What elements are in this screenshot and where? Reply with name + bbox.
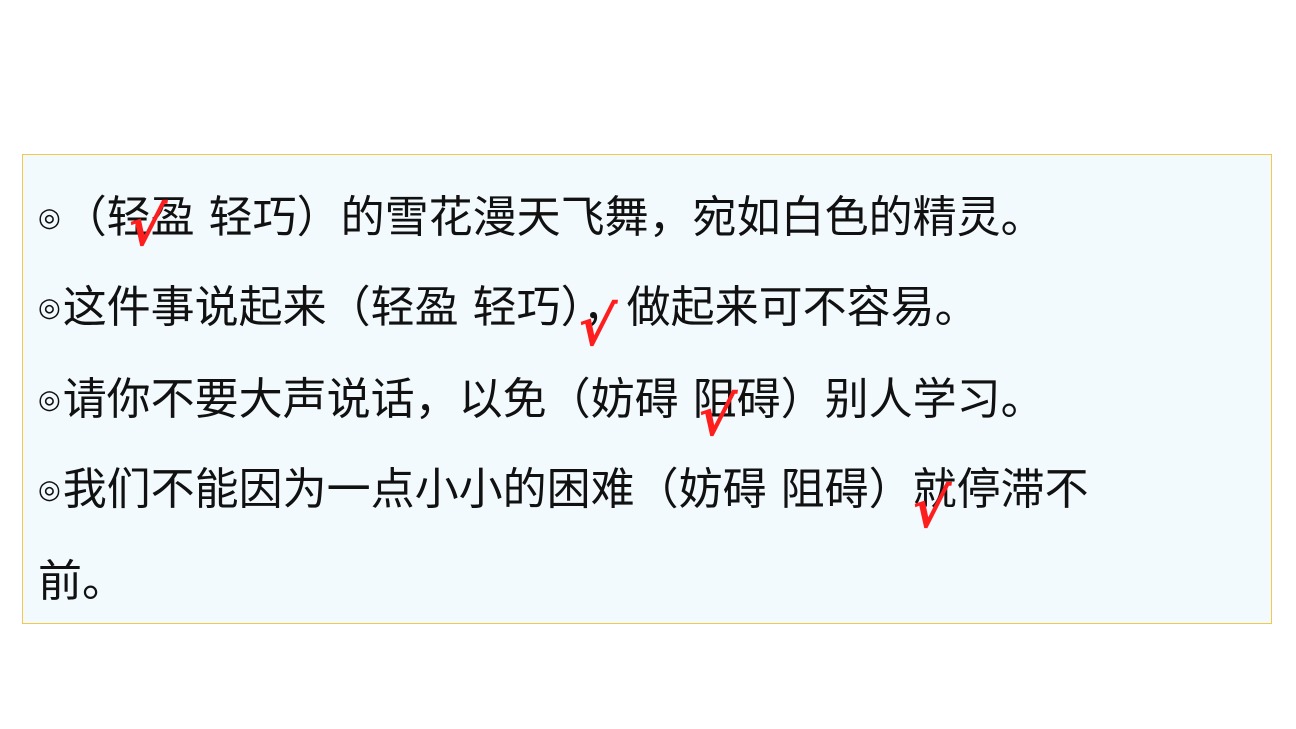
- checkmark-icon: √: [123, 195, 169, 258]
- bullet-icon: ◎: [38, 203, 61, 233]
- sentence-2-text: 这件事说起来（轻盈 轻巧），做起来可不容易。: [62, 282, 979, 333]
- sentence-4-continuation-text: 前。: [38, 556, 126, 607]
- bullet-icon: ◎: [38, 385, 61, 415]
- sentence-3-text: 请你不要大声说话，以免（妨碍 阻碍）别人学习。: [62, 374, 1045, 425]
- sentence-4-text: 我们不能因为一点小小的困难（妨碍 阻碍）就停滞不: [62, 464, 1089, 515]
- sentence-3: ◎请你不要大声说话，以免（妨碍 阻碍）别人学习。: [38, 370, 1045, 430]
- checkmark-icon: √: [693, 385, 739, 448]
- exercise-box: [22, 154, 1272, 624]
- sentence-1-text: （轻盈 轻巧）的雪花漫天飞舞，宛如白色的精灵。: [62, 192, 1045, 243]
- sentence-2: ◎这件事说起来（轻盈 轻巧），做起来可不容易。: [38, 278, 979, 338]
- sentence-4-continuation: 前。: [38, 552, 126, 612]
- bullet-icon: ◎: [38, 293, 61, 323]
- bullet-icon: ◎: [38, 475, 61, 505]
- sentence-1: ◎（轻盈 轻巧）的雪花漫天飞舞，宛如白色的精灵。: [38, 188, 1045, 248]
- checkmark-icon: √: [907, 477, 953, 540]
- sentence-4: ◎我们不能因为一点小小的困难（妨碍 阻碍）就停滞不: [38, 460, 1089, 520]
- checkmark-icon: √: [573, 295, 619, 358]
